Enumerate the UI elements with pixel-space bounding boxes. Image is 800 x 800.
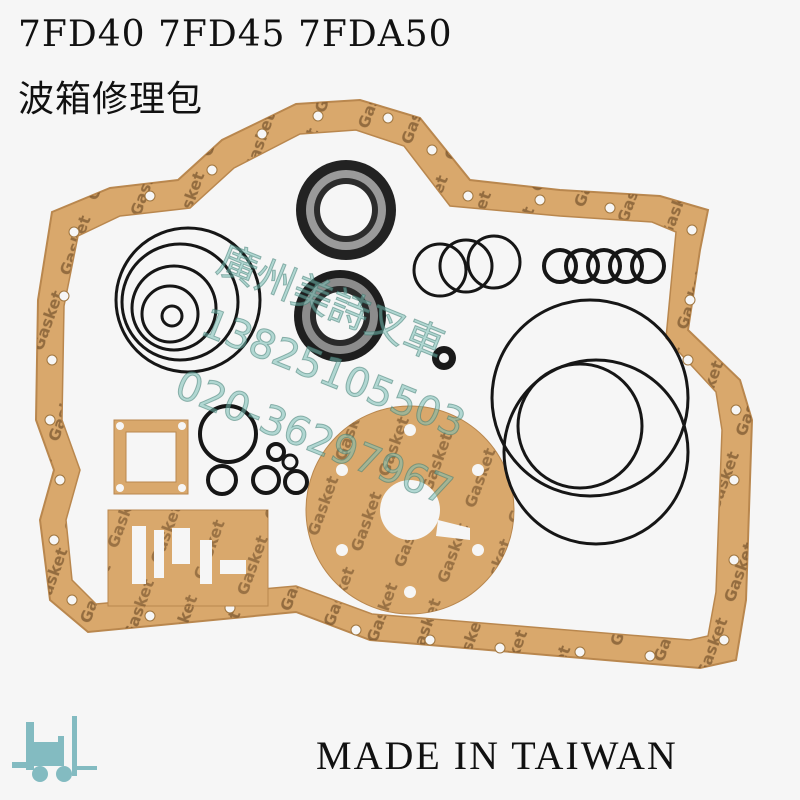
origin-label: MADE IN TAIWAN <box>316 733 678 778</box>
forklift-logo-icon <box>2 706 110 796</box>
square-gasket <box>113 419 189 495</box>
oil-seal-medium <box>294 270 386 362</box>
gasket-bolt-holes <box>44 110 742 662</box>
round-gasket <box>305 405 515 615</box>
oil-seal-large <box>296 160 396 260</box>
product-title: 波箱修理包 <box>18 79 204 120</box>
o-rings <box>114 226 690 546</box>
model-numbers: 7FD40 7FD45 7FDA50 <box>18 14 453 55</box>
valve-body-gasket <box>107 509 269 607</box>
oil-seal-small <box>432 346 456 370</box>
